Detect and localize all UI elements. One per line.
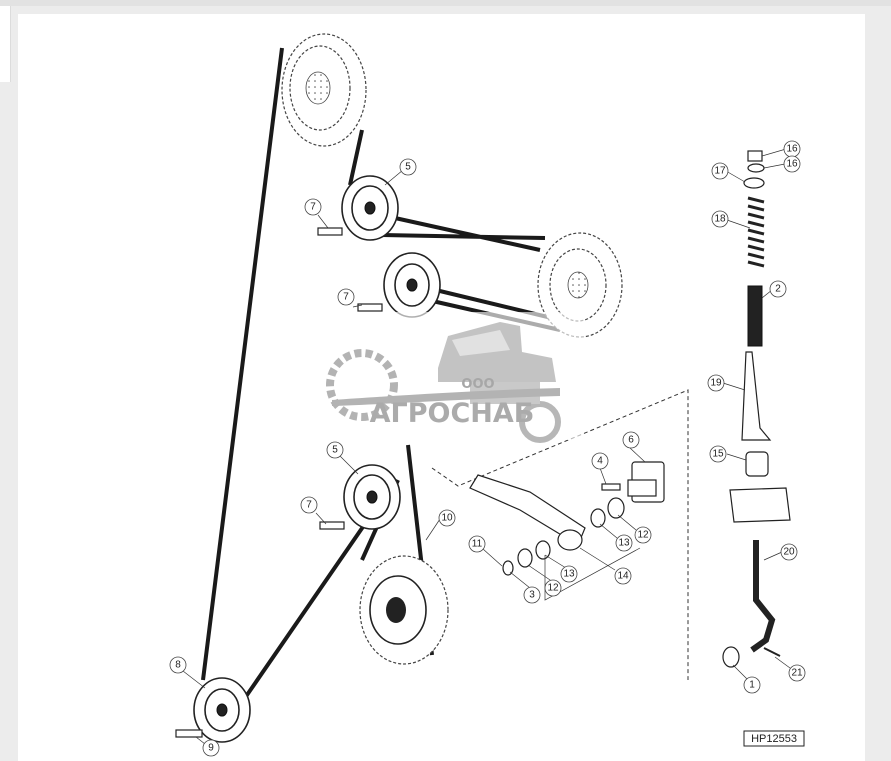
large-top-pulley	[281, 33, 367, 147]
callout-20-text: 20	[783, 547, 795, 558]
callout-21-text: 21	[791, 668, 803, 679]
watermark-gear-icon	[326, 349, 398, 421]
callout-1-text: 1	[749, 680, 755, 691]
callout-12a-text: 12	[637, 530, 649, 541]
figure-code: HP12553	[743, 730, 805, 747]
callout-7b-text: 7	[343, 292, 349, 303]
callout-4: 4	[591, 452, 609, 470]
belt-upper-a	[381, 216, 546, 252]
callout-7c-text: 7	[306, 500, 312, 511]
callout-14: 14	[614, 567, 632, 585]
callout-16a: 16	[783, 140, 801, 158]
callout-5b: 5	[326, 441, 344, 459]
callout-15-text: 15	[712, 449, 724, 460]
callout-8-text: 8	[175, 660, 181, 671]
callout-5b-text: 5	[332, 445, 338, 456]
callout-13b: 13	[560, 565, 578, 583]
washer-17	[743, 177, 765, 189]
idler-pulley-lower	[343, 464, 401, 530]
callout-12b: 12	[544, 579, 562, 597]
callout-3-text: 3	[529, 590, 535, 601]
mount-bracket	[729, 487, 791, 523]
watermark: ООО АГРОСНАБ	[312, 312, 584, 443]
sleeve-2	[747, 285, 763, 347]
drive-pulley-bottom	[193, 677, 251, 743]
large-bottom-pulley	[359, 555, 449, 665]
callout-13a: 13	[615, 534, 633, 552]
callout-11: 11	[468, 535, 486, 553]
callout-1: 1	[743, 676, 761, 694]
callout-4-text: 4	[597, 456, 603, 467]
side-panel-strip	[0, 6, 11, 82]
idler-pulley-upper	[341, 175, 399, 241]
callout-6-text: 6	[628, 435, 634, 446]
callout-9-text: 9	[208, 743, 214, 754]
callout-17: 17	[711, 162, 729, 180]
callout-13b-text: 13	[563, 569, 575, 580]
washer-16	[747, 163, 765, 173]
bolt-7a	[317, 227, 343, 236]
callout-12a: 12	[634, 526, 652, 544]
callout-21: 21	[788, 664, 806, 682]
watermark-swoosh	[332, 388, 560, 406]
pivot-shaft	[627, 479, 657, 497]
callout-16b: 16	[783, 155, 801, 173]
watermark-prefix: ООО	[461, 377, 494, 392]
idler-pulley-mid	[383, 252, 441, 318]
callout-18-text: 18	[714, 214, 726, 225]
callout-20: 20	[780, 543, 798, 561]
bolts	[175, 227, 383, 738]
callout-12b-text: 12	[547, 583, 559, 594]
callout-5a-text: 5	[405, 162, 411, 173]
callout-9: 9	[202, 739, 220, 757]
callout-19-text: 19	[710, 378, 722, 389]
callout-3: 3	[523, 586, 541, 604]
figure-code-text: HP12553	[751, 733, 797, 745]
callout-17-text: 17	[714, 166, 726, 177]
top-bar	[0, 0, 891, 6]
guide-19	[741, 351, 772, 441]
bolt-7b	[357, 303, 383, 312]
watermark-brand: АГРОСНАБ	[370, 398, 535, 429]
callout-11-text: 11	[472, 539, 483, 550]
bolt-9	[175, 729, 203, 738]
bolt-7c	[319, 521, 345, 530]
callout-15: 15	[709, 445, 727, 463]
nut-16	[747, 150, 763, 162]
callout-7a-text: 7	[310, 202, 316, 213]
callout-10-text: 10	[441, 513, 453, 524]
tension-rod-assembly	[722, 150, 791, 668]
leader-lines	[182, 148, 791, 745]
watermark-tractor-icon	[438, 322, 561, 443]
callout-2: 2	[769, 280, 787, 298]
callout-14-text: 14	[617, 571, 629, 582]
arm-assembly	[431, 389, 689, 680]
callout-8: 8	[169, 656, 187, 674]
callout-7c: 7	[300, 496, 318, 514]
large-right-pulley	[537, 232, 623, 338]
callout-16b-text: 16	[786, 159, 798, 170]
callout-5a: 5	[399, 158, 417, 176]
callout-18: 18	[711, 210, 729, 228]
bushing-15	[745, 451, 769, 477]
callout-13a-text: 13	[618, 538, 630, 549]
callout-7a: 7	[304, 198, 322, 216]
spring-18	[747, 196, 765, 268]
pin-21	[763, 647, 781, 657]
callout-19: 19	[707, 374, 725, 392]
callout-16a-text: 16	[786, 144, 798, 155]
callouts: 16 16 17 18 2 19 15 20 1 21 5 7 7 5 7 10…	[169, 140, 806, 757]
callout-10: 10	[438, 509, 456, 527]
rod-20	[750, 540, 776, 653]
washer-1	[722, 646, 740, 668]
callout-6: 6	[622, 431, 640, 449]
callout-2-text: 2	[775, 284, 781, 295]
callout-7b: 7	[337, 288, 355, 306]
bolt-4	[601, 483, 621, 491]
